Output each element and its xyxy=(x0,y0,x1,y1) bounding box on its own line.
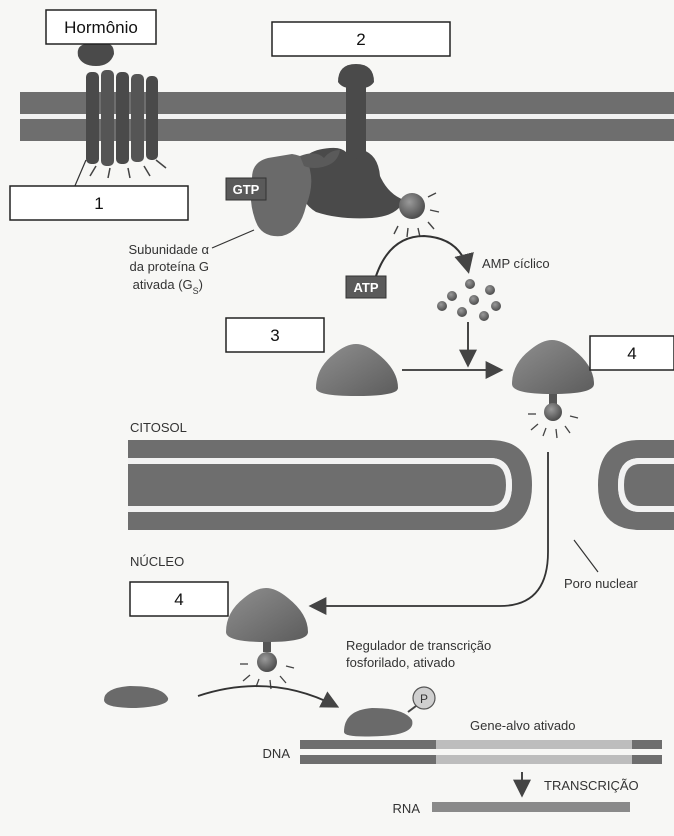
inactive-transcription-regulator xyxy=(104,686,168,708)
camp-label: AMP cíclico xyxy=(482,256,550,271)
transcription-label: TRANSCRIÇÃO xyxy=(544,778,639,793)
regulator-activation-arrow xyxy=(198,686,336,706)
dna-double-strand xyxy=(300,740,662,764)
leader-line-g-alpha xyxy=(212,230,254,248)
leader-line-1 xyxy=(74,160,86,188)
nuclear-pore-label: Poro nuclear xyxy=(564,576,638,591)
receptor-protein xyxy=(86,70,166,178)
adenylyl-cyclase-enzyme xyxy=(299,64,439,237)
label-4-top: 4 xyxy=(627,344,636,363)
label-3: 3 xyxy=(270,326,279,345)
inactive-pka xyxy=(316,344,398,396)
label-4-bottom: 4 xyxy=(174,590,183,609)
phosphate-label: P xyxy=(420,692,428,706)
atp-to-camp-arrow xyxy=(376,236,468,276)
camp-molecules xyxy=(437,279,501,321)
active-pka-nucleus xyxy=(226,588,308,689)
gtp-label: GTP xyxy=(233,182,260,197)
active-pka-cytosol xyxy=(512,340,594,438)
g-alpha-close: ) xyxy=(199,277,203,292)
target-gene-label: Gene-alvo ativado xyxy=(470,718,576,733)
atp-label: ATP xyxy=(353,280,378,295)
regulator-label-line1: Regulador de transcrição xyxy=(346,638,491,653)
label-2: 2 xyxy=(356,30,365,49)
g-alpha-line3-text: ativada (G xyxy=(133,277,193,292)
label-1: 1 xyxy=(94,194,103,213)
dna-label: DNA xyxy=(263,746,291,761)
g-alpha-line3: ativada (GS) xyxy=(133,277,203,296)
rna-label: RNA xyxy=(393,801,421,816)
regulator-label-line2: fosforilado, ativado xyxy=(346,655,455,670)
g-alpha-line2: da proteína G xyxy=(130,259,210,274)
leader-line-pore xyxy=(574,540,598,572)
g-alpha-line1: Subunidade α xyxy=(128,242,209,257)
nuclear-envelope xyxy=(128,440,674,530)
cytosol-label: CITOSOL xyxy=(130,420,187,435)
nucleus-label: NÚCLEO xyxy=(130,554,184,569)
hormone-label: Hormônio xyxy=(64,18,138,37)
rna-strand xyxy=(432,802,630,812)
